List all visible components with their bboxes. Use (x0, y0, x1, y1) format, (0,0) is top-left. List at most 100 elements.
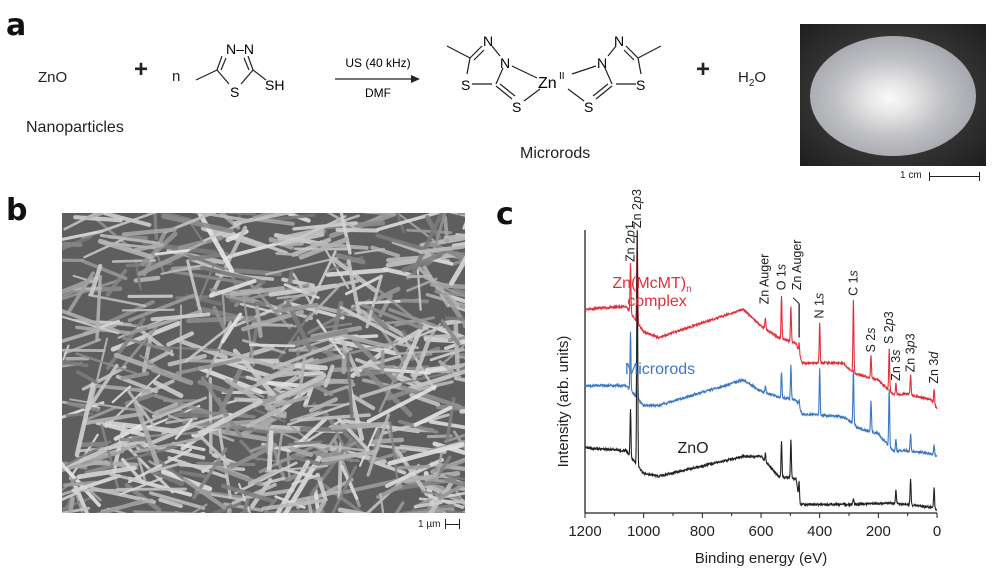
sem-rod (73, 215, 123, 223)
sem-rod (254, 426, 293, 433)
sem-rod (221, 294, 227, 325)
sem-rod (197, 399, 263, 436)
sem-rod (97, 238, 154, 260)
sem-rod (324, 409, 353, 463)
peak-label: S 2p3 (882, 311, 896, 344)
sem-rod (312, 378, 354, 385)
sem-rod (443, 233, 468, 240)
sem-rod (139, 379, 175, 398)
sem-rod (211, 420, 251, 430)
peak-label-orbital: s (864, 328, 878, 334)
water-h: H (738, 69, 749, 86)
sem-rod (266, 427, 274, 472)
sem-rod (84, 405, 118, 422)
peak-label: S 2s (864, 328, 878, 353)
peak-label: C 1s (846, 270, 860, 296)
sem-rod (275, 251, 299, 257)
sem-rod (382, 368, 431, 375)
sem-rod (129, 431, 200, 439)
sem-rod (335, 253, 366, 265)
series-label-microrods: Microrods (625, 361, 695, 378)
sem-rod (325, 267, 389, 277)
photo-scale-bar (930, 176, 980, 177)
sem-rod (400, 298, 430, 304)
sem-rod (290, 410, 323, 422)
sem-rod (80, 259, 128, 281)
sem-rod (149, 461, 187, 473)
sem-rod (93, 460, 139, 468)
sem-rod (261, 498, 327, 511)
sem-rod (209, 279, 257, 298)
sem-rod (272, 459, 311, 522)
peak-label-orbital: p (882, 318, 896, 326)
sem-rod (183, 477, 227, 510)
sem-rod (375, 233, 424, 251)
sem-rod (425, 365, 451, 373)
sem-rod (58, 229, 104, 242)
sem-rod (118, 477, 163, 496)
sem-rod (178, 470, 208, 479)
sem-rod (75, 352, 137, 375)
reaction-arrow-head (411, 75, 420, 83)
sem-rod (195, 264, 215, 307)
sem-rod (137, 457, 147, 482)
sem-rod (316, 319, 345, 359)
complex-atom-n: N (614, 33, 624, 49)
peak-label-text: Zn 3 (927, 359, 941, 384)
sem-rod (291, 454, 321, 466)
reactant-zno: ZnO (38, 69, 68, 86)
sem-rod (436, 455, 452, 478)
complex-bonds (446, 45, 662, 102)
sem-rod (283, 283, 320, 300)
sem-rod (280, 232, 325, 246)
sem-rod (174, 418, 193, 440)
sem-scale-tick (459, 519, 460, 529)
sem-rod (305, 354, 343, 367)
sem-rod (412, 336, 432, 381)
sem-rod (387, 441, 465, 466)
peak-label-text: Zn 2 (630, 203, 644, 228)
sem-rod (234, 461, 298, 495)
conditions-top: US (40 kHz) (345, 56, 410, 70)
sem-rod (254, 217, 295, 226)
sem-rod (298, 237, 350, 260)
sem-rod (220, 483, 276, 504)
sem-rod (150, 312, 211, 322)
sem-rod (120, 457, 145, 485)
sem-rod (161, 412, 229, 435)
sem-rod (366, 413, 391, 477)
sem-rod (398, 323, 431, 345)
sem-rod (446, 248, 466, 263)
sem-rod (369, 437, 405, 445)
sem-rod (300, 419, 343, 446)
sem-rod (83, 237, 125, 259)
sem-rod (296, 413, 371, 422)
zn-oxidation-state: II (559, 71, 565, 82)
sem-rod (103, 211, 152, 227)
sem-rod (137, 403, 162, 419)
sem-rod (127, 390, 158, 430)
sem-rod (413, 500, 444, 509)
sem-rod (401, 252, 443, 273)
sem-rod (62, 480, 98, 487)
sem-rod (198, 306, 270, 326)
sem-rod (76, 465, 137, 480)
sem-rod (320, 449, 378, 463)
sem-rod (238, 384, 265, 398)
complex-atom-s: S (636, 77, 645, 93)
sem-rod (81, 365, 127, 391)
series-label-text: Zn(McMT) (612, 275, 686, 292)
peak-label: N 1s (813, 293, 827, 319)
y-axis-label: Intensity (arb. units) (555, 336, 572, 468)
reaction-scheme-structures: N–N S SH US (40 kHz) DMF N N S S Zn II N… (195, 33, 662, 115)
sem-rod (372, 286, 401, 303)
sem-rod (358, 422, 380, 467)
x-tick-label: 1200 (568, 523, 601, 540)
sem-scale-bar (446, 524, 460, 525)
x-tick-label: 600 (748, 523, 773, 540)
sem-rod (412, 202, 449, 274)
sem-rod (341, 345, 348, 375)
sem-rod (57, 241, 83, 247)
sem-scale-label: 1 µm (418, 519, 441, 530)
